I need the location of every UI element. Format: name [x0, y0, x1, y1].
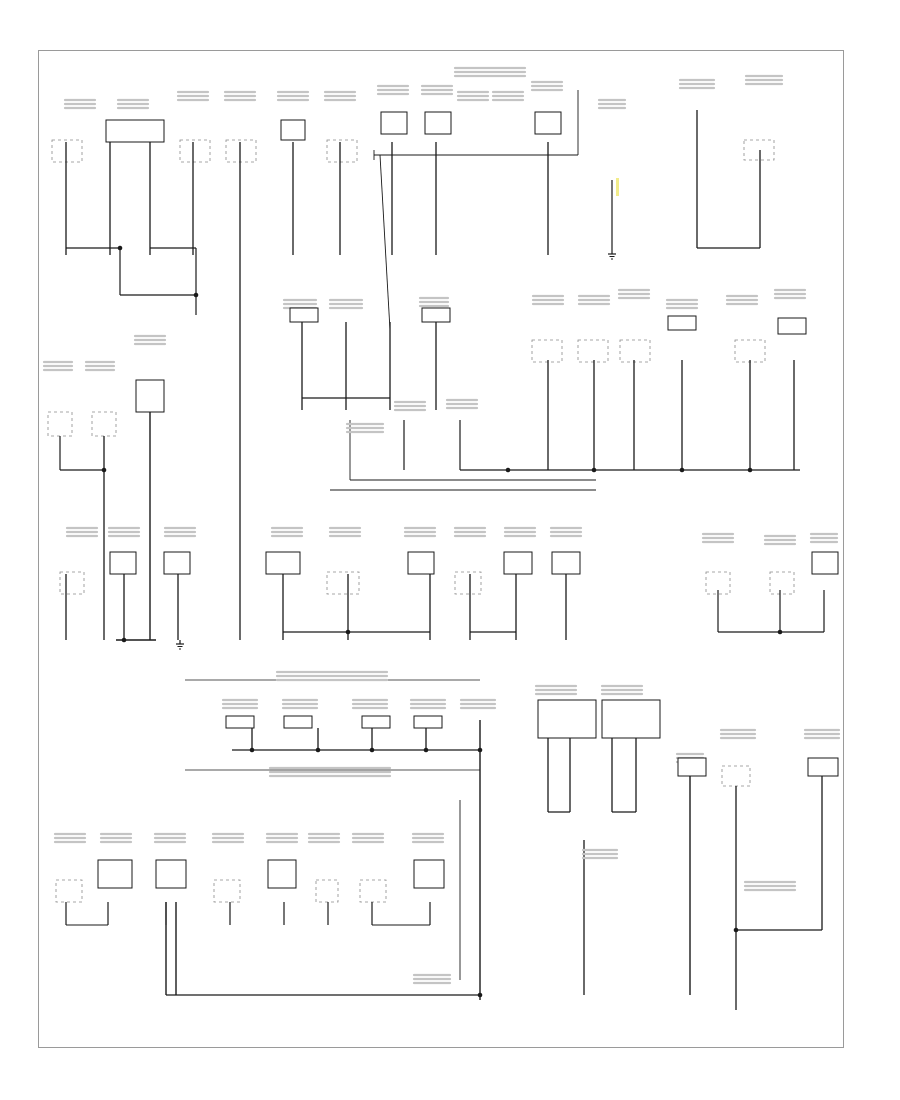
- connector-outline: [213, 879, 241, 903]
- component-box: [225, 715, 255, 729]
- connector-outline: [743, 139, 775, 161]
- component-box: [601, 699, 661, 739]
- wiring-graphics: [42, 66, 841, 1010]
- splice-dot: [117, 245, 123, 251]
- component-box: [283, 715, 313, 729]
- splice-dot: [101, 467, 107, 473]
- diagram-frame: [38, 50, 844, 1048]
- splice-dot: [747, 467, 753, 473]
- connector-outline: [734, 339, 766, 363]
- connector-outline: [721, 765, 751, 787]
- component-box: [289, 307, 319, 323]
- component-box: [109, 551, 137, 575]
- connector-outline: [326, 571, 360, 595]
- component-box: [534, 111, 562, 135]
- connector-outline: [47, 411, 73, 437]
- component-box: [424, 111, 452, 135]
- splice-dot: [249, 747, 255, 753]
- connector-outline: [454, 571, 482, 595]
- connector-outline: [531, 339, 563, 363]
- connector-outline: [619, 339, 651, 363]
- component-box: [667, 315, 697, 331]
- splice-dot: [315, 747, 321, 753]
- connector-outline: [326, 139, 358, 163]
- splice-dot: [477, 992, 483, 998]
- connector-outline: [51, 139, 83, 163]
- connector-outline: [315, 879, 339, 903]
- component-box: [777, 317, 807, 335]
- splice-dot: [369, 747, 375, 753]
- connector-outline: [769, 571, 795, 595]
- splice-dot: [345, 629, 351, 635]
- splice-dot: [733, 927, 739, 933]
- component-box: [280, 119, 306, 141]
- highlight-mark: [616, 178, 619, 196]
- component-box: [135, 379, 165, 413]
- connector-outline: [91, 411, 117, 437]
- component-box: [265, 551, 301, 575]
- connector-outline: [179, 139, 211, 163]
- connector-outline: [577, 339, 609, 363]
- connector-outline: [705, 571, 731, 595]
- component-box: [97, 859, 133, 889]
- component-box: [407, 551, 435, 575]
- component-box: [105, 119, 165, 143]
- component-box: [811, 551, 839, 575]
- connector-outline: [59, 571, 85, 595]
- component-box: [380, 111, 408, 135]
- component-box: [421, 307, 451, 323]
- component-box: [537, 699, 597, 739]
- splice-dot: [423, 747, 429, 753]
- splice-dot: [505, 467, 511, 473]
- component-box: [551, 551, 581, 575]
- component-box: [807, 757, 839, 777]
- component-box: [413, 715, 443, 729]
- connector-outline: [225, 139, 257, 163]
- splice-dot: [121, 637, 127, 643]
- splice-dot: [777, 629, 783, 635]
- component-box: [677, 757, 707, 777]
- connector-outline: [359, 879, 387, 903]
- component-box: [413, 859, 445, 889]
- component-box: [267, 859, 297, 889]
- component-box: [155, 859, 187, 889]
- splice-dot: [679, 467, 685, 473]
- splice-dot: [591, 467, 597, 473]
- component-box: [503, 551, 533, 575]
- component-box: [361, 715, 391, 729]
- wire-segment: [379, 154, 391, 331]
- component-box: [163, 551, 191, 575]
- connector-outline: [55, 879, 83, 903]
